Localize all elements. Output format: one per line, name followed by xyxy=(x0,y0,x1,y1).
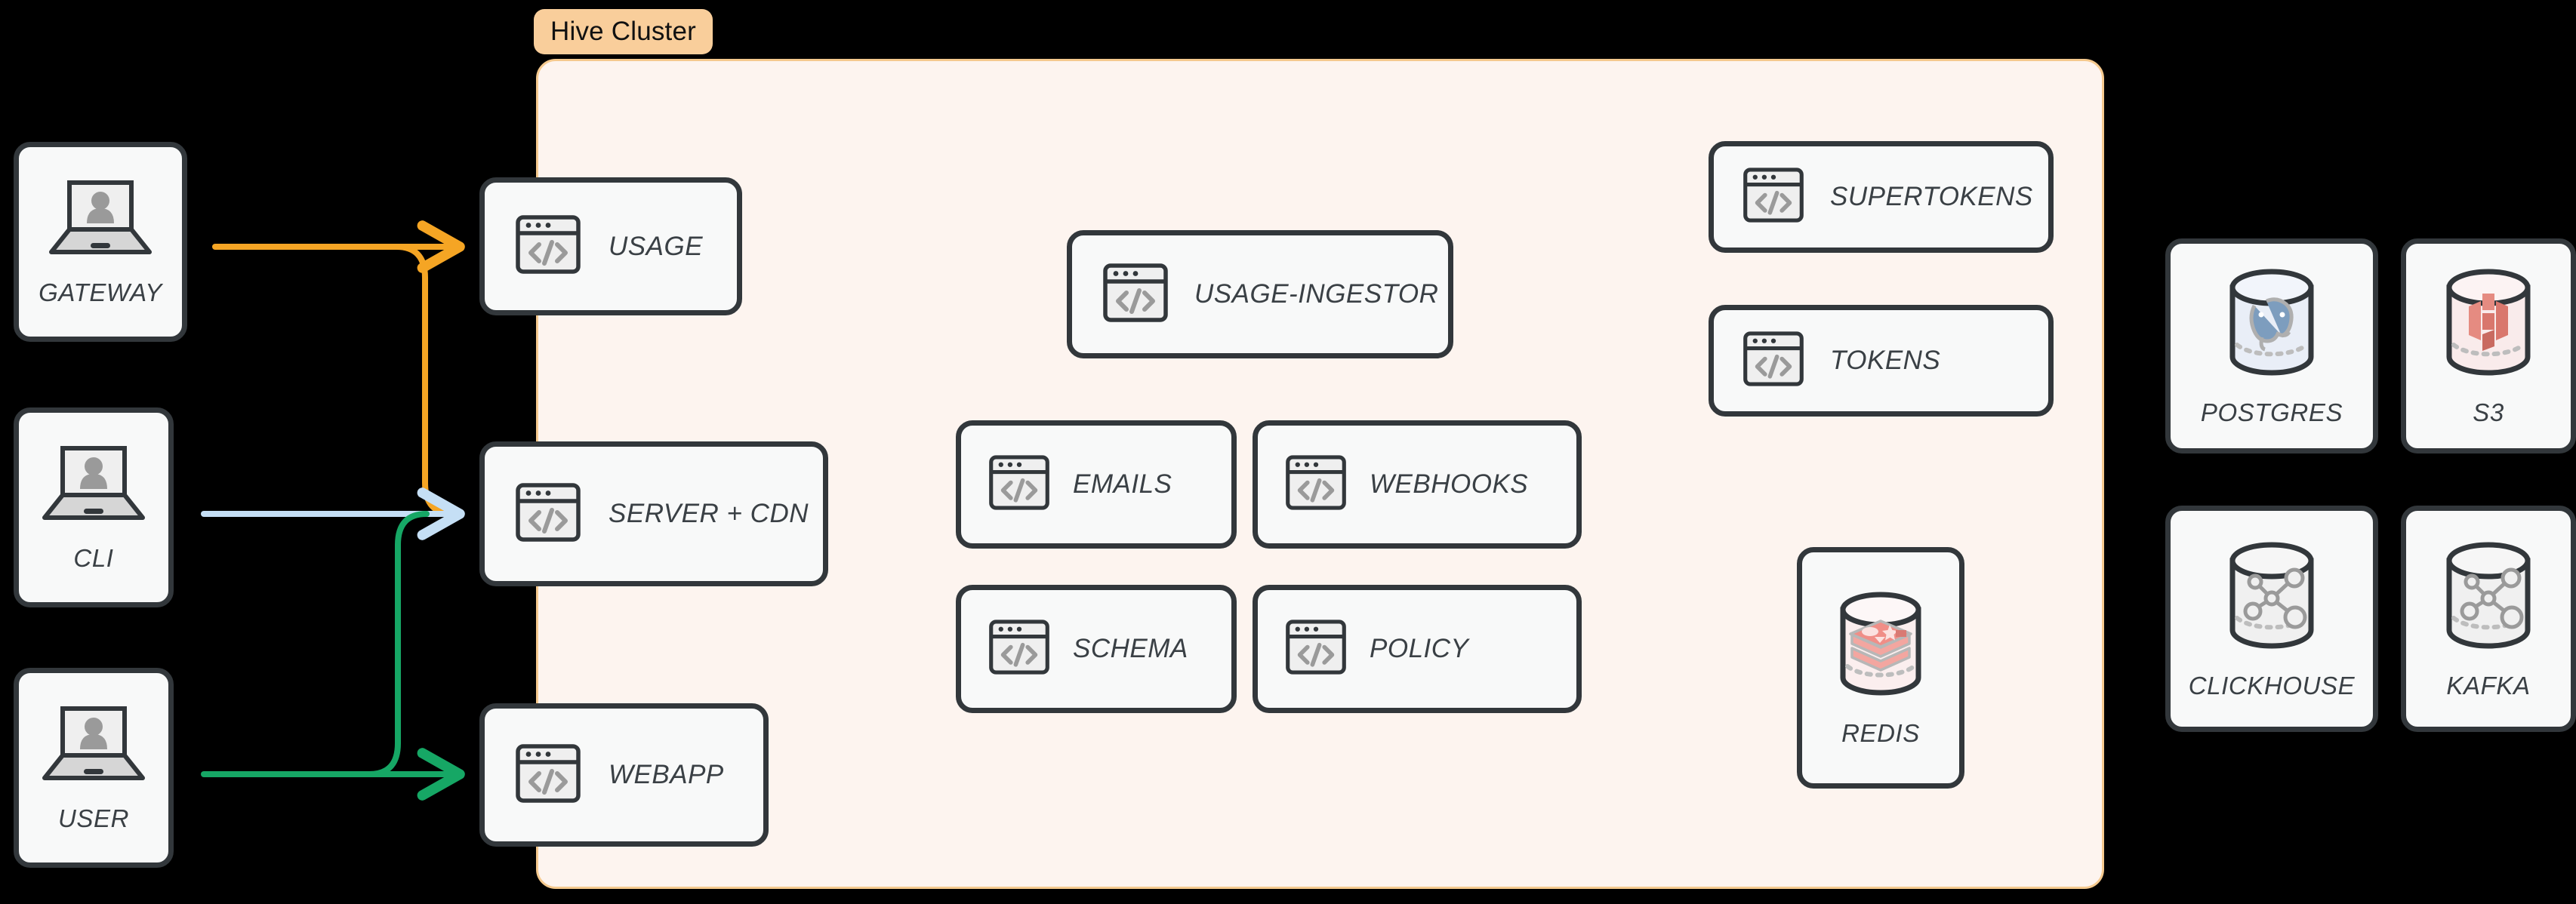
service-node-webapp[interactable]: WEBAPP xyxy=(479,703,769,847)
service-label: WEBHOOKS xyxy=(1370,469,1529,499)
client-label: CLI xyxy=(73,544,114,572)
service-node-schema[interactable]: SCHEMA xyxy=(956,585,1237,713)
code-window-icon xyxy=(1742,331,1804,391)
s3-database-icon xyxy=(2436,265,2541,383)
wire-user-to-server-cdn xyxy=(366,511,430,777)
code-window-icon xyxy=(1285,619,1347,679)
service-node-server-cdn[interactable]: SERVER + CDN xyxy=(479,441,828,586)
service-node-usage-ingestor[interactable]: USAGE-INGESTOR xyxy=(1067,230,1453,358)
store-label: KAFKA xyxy=(2446,671,2531,700)
service-label: USAGE-INGESTOR xyxy=(1194,279,1439,309)
service-node-webhooks[interactable]: WEBHOOKS xyxy=(1253,420,1582,549)
store-label: REDIS xyxy=(1841,718,1920,747)
redis-database-icon xyxy=(1831,589,1930,704)
service-label: EMAILS xyxy=(1073,469,1172,499)
service-node-emails[interactable]: EMAILS xyxy=(956,420,1237,549)
client-label: USER xyxy=(57,804,130,832)
code-window-icon xyxy=(1742,167,1804,227)
store-node-postgres[interactable]: POSTGRES xyxy=(2165,238,2378,454)
service-label: SCHEMA xyxy=(1073,634,1188,663)
service-label: SUPERTOKENS xyxy=(1830,182,2033,211)
kafka-database-icon xyxy=(2436,538,2541,656)
code-window-icon xyxy=(988,619,1050,679)
hive-cluster-badge-label: Hive Cluster xyxy=(550,17,697,46)
laptop-user-icon xyxy=(37,703,150,791)
code-window-icon xyxy=(515,743,581,807)
service-label: WEBAPP xyxy=(609,760,724,789)
service-label: SERVER + CDN xyxy=(609,499,809,528)
code-window-icon xyxy=(1102,263,1169,327)
service-node-policy[interactable]: POLICY xyxy=(1253,585,1582,713)
code-window-icon xyxy=(1285,454,1347,515)
wire-gateway-to-server-cdn xyxy=(393,244,457,517)
store-node-s3[interactable]: S3 xyxy=(2401,238,2576,454)
service-node-tokens[interactable]: TOKENS xyxy=(1709,305,2054,417)
store-label: POSTGRES xyxy=(2200,398,2343,426)
service-node-supertokens[interactable]: SUPERTOKENS xyxy=(1709,141,2054,253)
store-label: CLICKHOUSE xyxy=(2188,671,2356,700)
service-label: POLICY xyxy=(1370,634,1469,663)
code-window-icon xyxy=(515,482,581,546)
laptop-user-icon xyxy=(37,442,150,530)
laptop-user-icon xyxy=(44,177,157,265)
service-node-usage[interactable]: USAGE xyxy=(479,177,742,315)
code-window-icon xyxy=(988,454,1050,515)
postgres-database-icon xyxy=(2219,265,2325,383)
client-node-user[interactable]: USER xyxy=(14,668,174,868)
clickhouse-database-icon xyxy=(2219,538,2325,656)
hive-cluster-badge: Hive Cluster xyxy=(534,9,713,54)
store-label: S3 xyxy=(2473,398,2504,426)
client-label: GATEWAY xyxy=(39,278,162,306)
code-window-icon xyxy=(515,214,581,278)
store-node-redis[interactable]: REDIS xyxy=(1797,547,1964,789)
client-node-gateway[interactable]: GATEWAY xyxy=(14,142,187,342)
store-node-kafka[interactable]: KAFKA xyxy=(2401,506,2576,732)
client-node-cli[interactable]: CLI xyxy=(14,407,174,607)
service-label: TOKENS xyxy=(1830,346,1941,375)
service-label: USAGE xyxy=(609,231,704,261)
store-node-clickhouse[interactable]: CLICKHOUSE xyxy=(2165,506,2378,732)
